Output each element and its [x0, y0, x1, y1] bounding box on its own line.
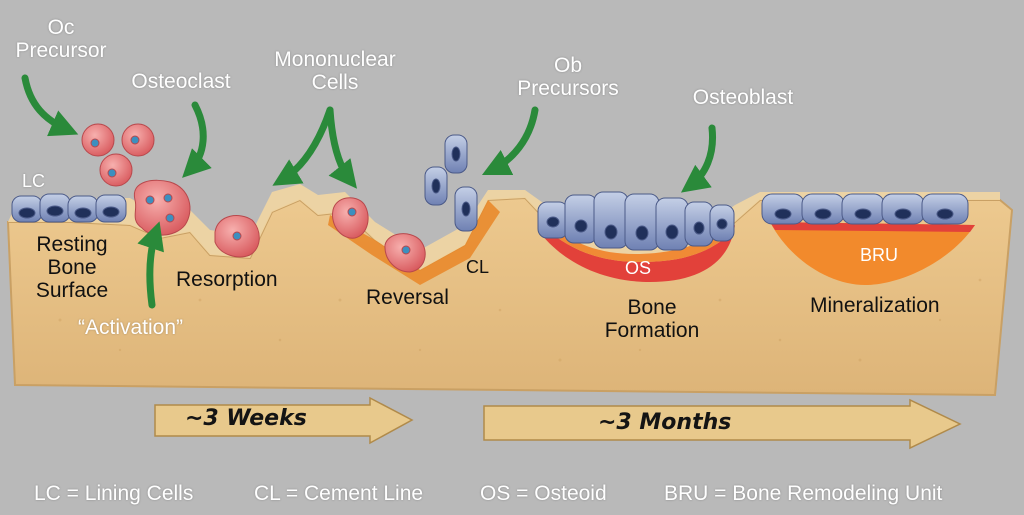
ob-precursors-label-line2: Precursors [517, 77, 619, 100]
timeline-arrows [154, 396, 962, 450]
bone-top-surface [8, 184, 1000, 270]
cement-line-region [328, 200, 500, 285]
arrow-ob-precursors [481, 106, 539, 176]
mononuclear-cells [332, 197, 426, 273]
resting-line2: Bone [47, 256, 97, 279]
oc-precursor-label: Oc Precursor [6, 16, 116, 62]
lining-cells-right [761, 193, 969, 225]
legend-lining-cells: LC = Lining Cells [34, 482, 194, 505]
pointer-arrows [21, 74, 717, 309]
resorption-label: Resorption [176, 268, 278, 291]
resting-line1: Resting [36, 233, 108, 256]
resting-bone-surface-label: Resting Bone Surface [22, 233, 122, 302]
bru-region [770, 222, 975, 285]
lining-cells-left [11, 193, 127, 223]
resting-line3: Surface [35, 279, 109, 302]
os-label: OS [625, 258, 652, 278]
arrow-activation [137, 221, 164, 309]
mononuclear-cells-label: Mononuclear Cells [258, 48, 412, 94]
ob-precursors-label: Ob Precursors [502, 54, 634, 100]
bru-label: BRU [860, 245, 899, 265]
arrow-osteoclast [182, 101, 212, 178]
resorbing-osteoclast [214, 215, 260, 258]
oc-precursor-label-line2: Precursor [15, 39, 107, 62]
weeks-arrow-label: ~3 Weeks [185, 406, 307, 431]
lc-label: LC [22, 171, 46, 191]
bone-formation-label: Bone Formation [592, 296, 712, 342]
osteoclast-label: Osteoclast [131, 70, 231, 93]
mineralization-label: Mineralization [810, 294, 940, 317]
reversal-label: Reversal [366, 286, 449, 309]
arrow-mononuclear-left [272, 106, 334, 186]
arrow-osteoblast [680, 124, 717, 193]
arrow-mononuclear-right [326, 106, 357, 189]
activating-osteoclast [133, 179, 191, 236]
oc-precursor-label-line1: Oc [47, 16, 75, 39]
ob-precursors-label-line1: Ob [553, 54, 582, 77]
mononuclear-label-line1: Mononuclear [274, 48, 396, 71]
mononuclear-label-line2: Cells [311, 71, 359, 94]
formation-line1: Bone [627, 296, 677, 319]
ob-precursor-cells [424, 134, 478, 232]
legend-bone-remodeling-unit: BRU = Bone Remodeling Unit [664, 482, 943, 505]
legend-cement-line: CL = Cement Line [254, 482, 424, 505]
oc-precursor-cells [81, 123, 155, 187]
months-arrow-label: ~3 Months [598, 410, 732, 435]
arrow-oc-precursor [21, 74, 79, 137]
weeks-arrow [154, 396, 414, 445]
formation-line2: Formation [604, 319, 700, 342]
osteoblast-layer [537, 191, 735, 251]
osteoid-region [538, 225, 735, 282]
activation-label: “Activation” [78, 316, 184, 339]
bone-texture [58, 268, 982, 362]
osteoblast-label: Osteoblast [692, 86, 794, 109]
legend-osteoid: OS = Osteoid [480, 482, 607, 505]
cl-label: CL [466, 257, 490, 277]
months-arrow [483, 398, 962, 450]
